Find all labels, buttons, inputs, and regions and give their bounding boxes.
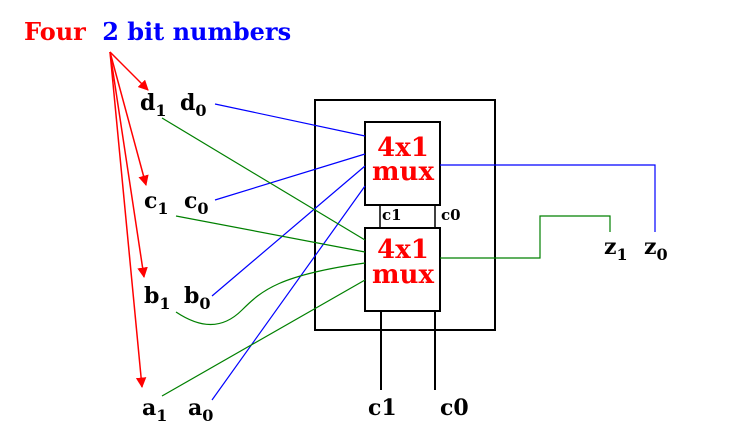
label-b0: b0 xyxy=(184,283,211,313)
arrow-to-a xyxy=(109,51,147,389)
outer-select-labels: c1 c0 xyxy=(368,395,469,421)
label-a1: a1 xyxy=(142,395,167,425)
mux-bottom-box xyxy=(364,227,441,312)
mux-top-box xyxy=(364,121,441,206)
label-c0: c0 xyxy=(184,188,209,218)
header-text: Four 2 bit numbers xyxy=(24,17,291,46)
wire-z1 xyxy=(440,215,611,259)
label-c1: c1 xyxy=(144,188,169,218)
label-d1: d1 xyxy=(140,90,167,120)
header-two-bit-numbers: 2 bit numbers xyxy=(102,17,291,46)
label-a0: a0 xyxy=(188,395,213,425)
label-z0: z0 xyxy=(644,234,668,264)
wire-d1 xyxy=(161,117,366,241)
outer-box xyxy=(314,99,496,331)
outer-select-c0: c0 xyxy=(440,395,469,421)
green-wires xyxy=(161,117,366,397)
mux-top-line1: 4x1 xyxy=(377,133,429,163)
inner-select-c1: c1 xyxy=(382,206,402,224)
inner-select-lines xyxy=(379,205,436,228)
mux-labels: 4x1 mux 4x1 mux xyxy=(372,133,434,290)
outer-select-c1: c1 xyxy=(368,395,397,421)
wire-c0 xyxy=(214,153,366,201)
blue-wires xyxy=(211,103,366,401)
header-arrows xyxy=(109,51,149,389)
output-labels: z1 z0 xyxy=(604,234,668,264)
inner-select-labels: c1 c0 xyxy=(382,206,461,224)
header-four: Four xyxy=(24,17,86,46)
mux-top-line2: mux xyxy=(372,157,434,187)
arrow-to-d xyxy=(109,51,149,91)
wire-a1 xyxy=(161,279,366,397)
arrow-to-b xyxy=(109,51,148,279)
wire-a0 xyxy=(211,185,366,401)
wire-b0 xyxy=(211,165,366,297)
input-labels: d1 d0 c1 c0 b1 b0 a1 a0 xyxy=(140,90,213,425)
output-wires xyxy=(440,164,656,259)
arrow-to-c xyxy=(109,51,149,187)
mux-bottom-line2: mux xyxy=(372,260,434,290)
label-z1: z1 xyxy=(604,234,628,264)
wire-d0 xyxy=(214,103,366,137)
wire-b1 xyxy=(175,262,366,325)
label-d0: d0 xyxy=(180,90,207,120)
wire-z0 xyxy=(440,164,656,232)
label-b1: b1 xyxy=(144,283,171,313)
outer-select-lines xyxy=(380,311,436,390)
inner-select-c0: c0 xyxy=(441,206,461,224)
mux-bottom-line1: 4x1 xyxy=(377,235,429,265)
wire-c1 xyxy=(175,215,366,253)
